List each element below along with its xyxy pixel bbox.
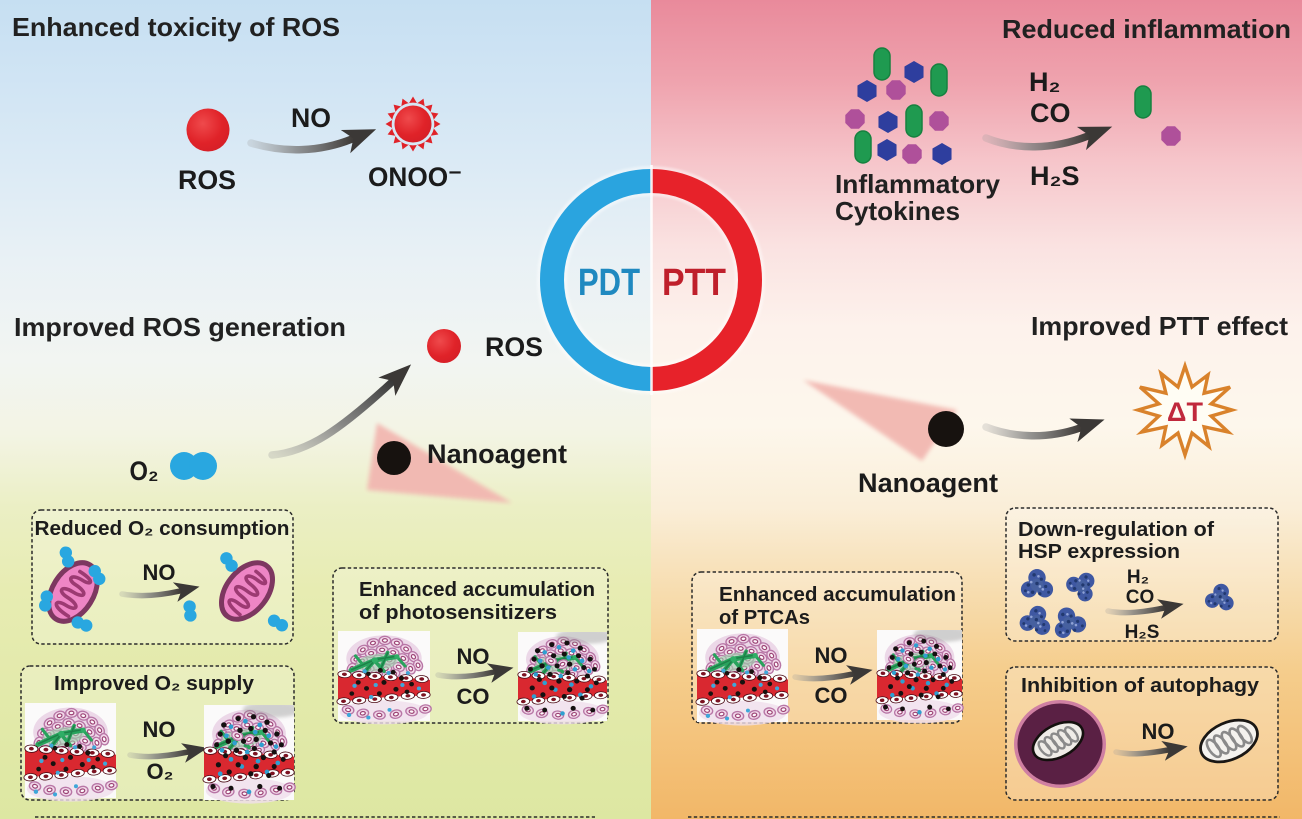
autophagosome-cell [1014, 700, 1106, 788]
heading-reduced-inflammation: Reduced inflammation [1002, 14, 1291, 44]
tissue-before-o2 [24, 703, 118, 802]
ptt-label: PTT [662, 262, 726, 304]
ros-product-circle [427, 329, 461, 363]
arrow-box4 [792, 665, 873, 685]
box-improved-o2-supply: Improved O₂ supply NO O₂ [20, 665, 302, 804]
box-ptcas: Enhanced accumulation of PTCAs NO CO [691, 571, 970, 726]
onoo-label: ONOO⁻ [368, 162, 462, 192]
no-label-toxicity: NO [291, 103, 331, 133]
no-label-box6: NO [1142, 719, 1175, 744]
title-hsp-line1: Down-regulation of [1018, 519, 1214, 541]
co-label-inflammation: CO [1030, 98, 1071, 128]
title-reduced-o2: Reduced O₂ consumption [35, 518, 290, 540]
arrow-box1 [119, 582, 200, 602]
tissue-before-ptca [696, 629, 790, 726]
arrow-o2-to-ros [268, 364, 412, 459]
ros-label-mid: ROS [485, 332, 543, 362]
h2-label-inflammation: H₂ [1029, 67, 1061, 97]
title-photosensitizers-line2: of photosensitizers [359, 602, 557, 624]
onoo-molecule-spiky-circle [385, 96, 441, 152]
arrow-ros-to-onoo [247, 129, 377, 154]
delta-t-label: ΔT [1167, 397, 1203, 427]
heat-starburst: ΔT [1131, 360, 1239, 461]
pdt-ptt-ring: PDT PTT [537, 165, 765, 395]
heading-enhanced-toxicity: Enhanced toxicity of ROS [12, 12, 340, 42]
h2s-label-inflammation: H₂S [1030, 161, 1080, 191]
arrow-box2 [127, 743, 208, 763]
cytokines-label-line2: Cytokines [835, 196, 960, 226]
box-hsp-downregulation: Down-regulation of HSP expression H₂ CO … [1005, 507, 1279, 643]
ros-label-top: ROS [178, 165, 236, 195]
cytokines-label-line1: Inflammatory [835, 169, 1001, 199]
o2-label: O₂ [130, 456, 159, 486]
title-hsp-line2: HSP expression [1018, 541, 1180, 563]
ring-right-red-half [650, 169, 762, 391]
tissue-after-ptca [876, 627, 970, 724]
nanoagent-particle-right [928, 411, 964, 447]
tissue-before-ps [337, 631, 432, 724]
section-reduced-inflammation: Reduced inflammation Inflammatory Cytoki… [835, 14, 1291, 226]
starburst-shape [1131, 360, 1239, 461]
section-enhanced-toxicity: Enhanced toxicity of ROS ROS NO ONOO⁻ [12, 12, 462, 195]
title-photosensitizers-line1: Enhanced accumulation [359, 579, 595, 601]
co-label-box3: CO [457, 684, 490, 709]
nanoagent-label-right: Nanoagent [858, 468, 998, 498]
nanoagent-particle-left [377, 441, 411, 475]
section-improved-ptt: Improved PTT effect Nanoagent ΔT [803, 311, 1288, 498]
arrow-box5 [1105, 599, 1184, 619]
o2-molecule-dumbbell [170, 452, 217, 480]
no-label-box3: NO [457, 644, 490, 669]
box-autophagy-inhibition: Inhibition of autophagy NO [1005, 666, 1279, 801]
pdt-label: PDT [578, 262, 640, 304]
no-label-box2: NO [143, 717, 176, 742]
heading-improved-ros: Improved ROS generation [14, 312, 346, 342]
nanoagent-label-left: Nanoagent [427, 439, 567, 469]
o2-label-box2: O₂ [147, 759, 174, 784]
section-improved-ros-generation: Improved ROS generation O₂ ROS Nanoagent [14, 312, 567, 503]
ring-left-blue-half [540, 169, 652, 391]
title-ptcas-line1: Enhanced accumulation [719, 584, 956, 606]
box-photosensitizers: Enhanced accumulation of photosensitizer… [332, 567, 615, 725]
laser-beam-left [367, 423, 512, 503]
heading-improved-ptt: Improved PTT effect [1031, 311, 1288, 341]
arrow-box3 [435, 663, 514, 683]
onoo-core [394, 105, 432, 143]
title-improved-o2: Improved O₂ supply [54, 673, 255, 695]
tissue-after-ps [517, 629, 615, 725]
co-label-box4: CO [815, 683, 848, 708]
co-label-hsp: CO [1126, 587, 1155, 608]
h2-label-hsp: H₂ [1127, 567, 1149, 588]
title-ptcas-line2: of PTCAs [719, 607, 810, 629]
laser-beam-right [803, 380, 957, 461]
arrow-cytokines [982, 126, 1113, 151]
box-border-hsp [1005, 507, 1279, 642]
arrow-to-heat [982, 418, 1105, 443]
tissue-after-o2 [203, 701, 302, 803]
h2s-label-hsp: H₂S [1125, 622, 1160, 643]
no-label-box4: NO [815, 643, 848, 668]
ros-molecule-circle [186, 108, 230, 152]
box-reduced-o2-consumption: Reduced O₂ consumption NO [31, 509, 294, 645]
no-label-box1: NO [143, 560, 176, 585]
title-autophagy: Inhibition of autophagy [1021, 675, 1260, 697]
arrow-box6 [1113, 741, 1188, 761]
